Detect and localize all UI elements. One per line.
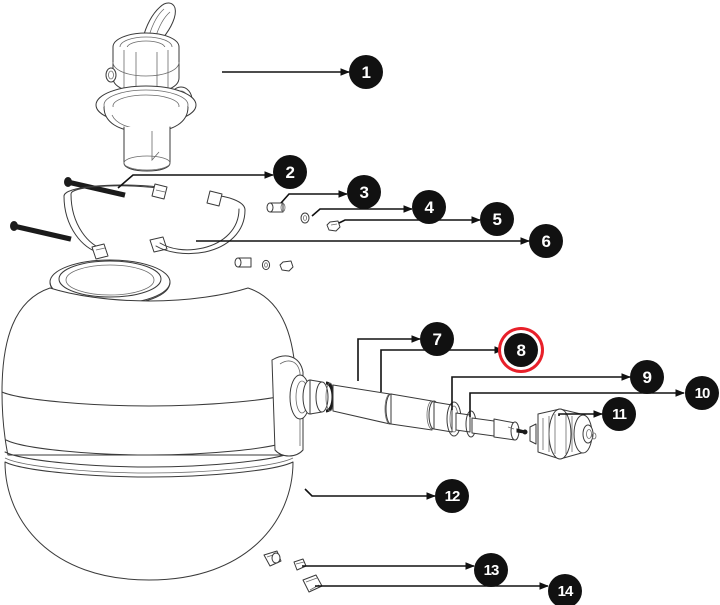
small-hardware-art [234, 202, 341, 272]
leader-lines [117, 68, 685, 590]
callout-badge-o-ring[interactable]: 9 [630, 360, 664, 394]
callout-badge-clamp-bolt[interactable]: 2 [273, 155, 307, 189]
callout-badge-knurled-union-cap[interactable]: 11 [602, 397, 636, 431]
callout-badge-drain-plug[interactable]: 14 [548, 574, 582, 605]
callout-badge-multiport-valve[interactable]: 1 [349, 55, 383, 89]
multiport-valve-art [95, 2, 197, 172]
drain-plug-parts-art [293, 558, 323, 593]
callout-badge-standpipe-collar[interactable]: 7 [420, 322, 454, 356]
callout-badge-standpipe-lateral-assembly[interactable]: 8 [504, 333, 538, 367]
standpipe-assembly-art [302, 379, 528, 441]
callout-badge-clamp-band[interactable]: 6 [529, 224, 563, 258]
knurled-union-cap-art [529, 408, 597, 460]
callout-badge-lock-nut[interactable]: 5 [480, 202, 514, 236]
callout-badge-drain-plug-gasket[interactable]: 13 [474, 553, 508, 587]
callout-badge-drain-stem[interactable]: 10 [685, 376, 719, 410]
clamp-bolt-art [10, 177, 126, 242]
callout-badge-washer[interactable]: 4 [412, 190, 446, 224]
callout-badge-spacer-bushing[interactable]: 3 [347, 175, 381, 209]
callout-badge-filter-tank-body[interactable]: 12 [435, 479, 469, 513]
clamp-band-art [63, 183, 246, 260]
filter-tank-art [1, 259, 311, 581]
